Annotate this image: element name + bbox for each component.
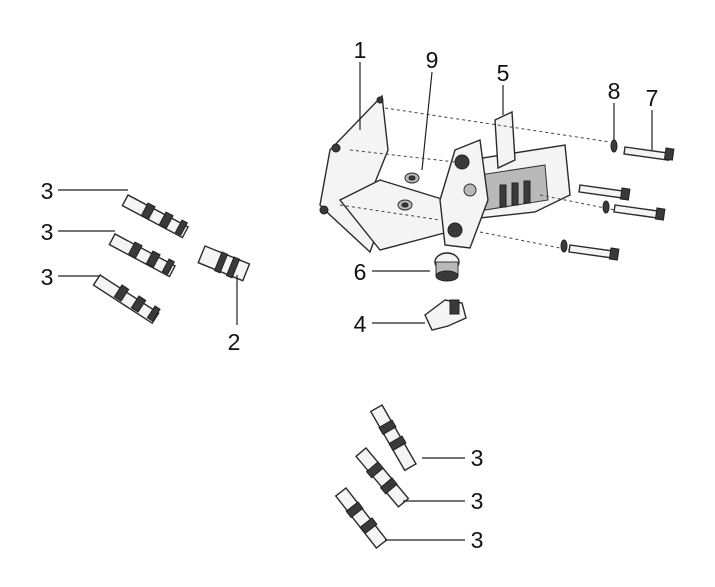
spark-plug-left-1 bbox=[121, 194, 189, 239]
mounting-bracket bbox=[319, 94, 449, 254]
callout-4: 4 bbox=[354, 311, 367, 337]
callout-3-left-2: 3 bbox=[41, 219, 54, 245]
callout-5: 5 bbox=[497, 60, 510, 86]
callout-1: 1 bbox=[354, 37, 367, 63]
leader-lines bbox=[58, 62, 653, 541]
spark-plug-left-3 bbox=[92, 274, 161, 325]
spark-plug-bottom-1 bbox=[369, 404, 417, 472]
callout-8: 8 bbox=[608, 78, 621, 104]
callout-2: 2 bbox=[228, 329, 241, 355]
spark-plug-left-2 bbox=[108, 233, 176, 278]
callout-3-left-1: 3 bbox=[41, 178, 54, 204]
plug-cap bbox=[197, 245, 251, 282]
callout-7: 7 bbox=[646, 85, 659, 111]
elbow-fitting bbox=[424, 299, 467, 331]
assembly-guide-lines bbox=[339, 107, 616, 257]
grommets bbox=[397, 172, 420, 211]
coil-pack bbox=[439, 110, 571, 249]
callout-3-bottom-3: 3 bbox=[471, 527, 484, 553]
spark-plug-bottom-2 bbox=[355, 447, 410, 508]
callout-3-left-3: 3 bbox=[41, 264, 54, 290]
callout-9: 9 bbox=[426, 47, 439, 73]
spark-plug-bottom-3 bbox=[334, 487, 388, 549]
callout-3-bottom-1: 3 bbox=[471, 445, 484, 471]
connector bbox=[434, 252, 460, 282]
bolts bbox=[568, 146, 675, 261]
callout-6: 6 bbox=[354, 259, 367, 285]
callout-3-bottom-2: 3 bbox=[471, 488, 484, 514]
washers bbox=[560, 139, 618, 253]
